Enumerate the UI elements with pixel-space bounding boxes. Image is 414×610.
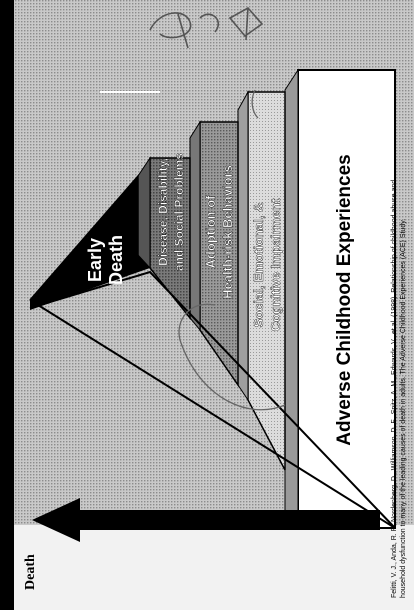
handwriting-loop <box>178 303 286 411</box>
death-label: Death <box>23 554 38 590</box>
tier-social-side <box>237 90 249 402</box>
death-arrow <box>32 498 380 542</box>
level-label-adoption-1: Adoption of <box>203 195 218 269</box>
citation-group: Felitti, V. J., Anda, R. F., Nordenberg,… <box>391 180 407 598</box>
tier-ace-side <box>284 68 299 529</box>
handwriting-scribble-top <box>149 12 220 49</box>
handwriting-scribble-right <box>228 6 264 41</box>
level-label-ace: Adverse Childhood Experiences <box>334 154 355 445</box>
handwriting-mark <box>251 89 259 119</box>
citation-line-2: household dysfunction to many of the lea… <box>400 219 407 598</box>
level-label-early-death-1: Early <box>85 238 105 282</box>
tier-adoption-side <box>189 120 201 332</box>
tier-early-death-lower <box>30 255 150 310</box>
citation-line-1: Felitti, V. J., Anda, R. F., Nordenberg,… <box>391 180 398 598</box>
left-border <box>0 0 14 610</box>
level-label-social-1: Social, Emotional, & <box>251 203 266 328</box>
pyramid-outline <box>29 270 396 529</box>
level-label-early-death-2: Death <box>106 235 126 285</box>
bottom-band <box>14 525 414 610</box>
level-label-adoption-2: Health-risk Behaviors <box>220 165 235 299</box>
pyramid-diagonal <box>29 299 396 529</box>
tier-disease-side <box>137 156 151 270</box>
level-label-disease-2: and Social Problems <box>172 153 186 271</box>
death-label-group: Death <box>23 554 38 590</box>
level-label-ace-group: Adverse Childhood Experiences <box>334 154 355 445</box>
level-label-disease-1: Disease, Disability, <box>156 158 170 266</box>
level-label-social-group: Social, Emotional, & Cognitive Impairmen… <box>251 198 283 332</box>
level-label-social-2: Cognitive Impairment <box>268 198 283 332</box>
level-label-disease-group: Disease, Disability, and Social Problems <box>156 152 186 271</box>
level-label-early-death-group: Early Death <box>85 235 126 285</box>
level-label-adoption-group: Adoption of Health-risk Behaviors <box>203 165 235 299</box>
